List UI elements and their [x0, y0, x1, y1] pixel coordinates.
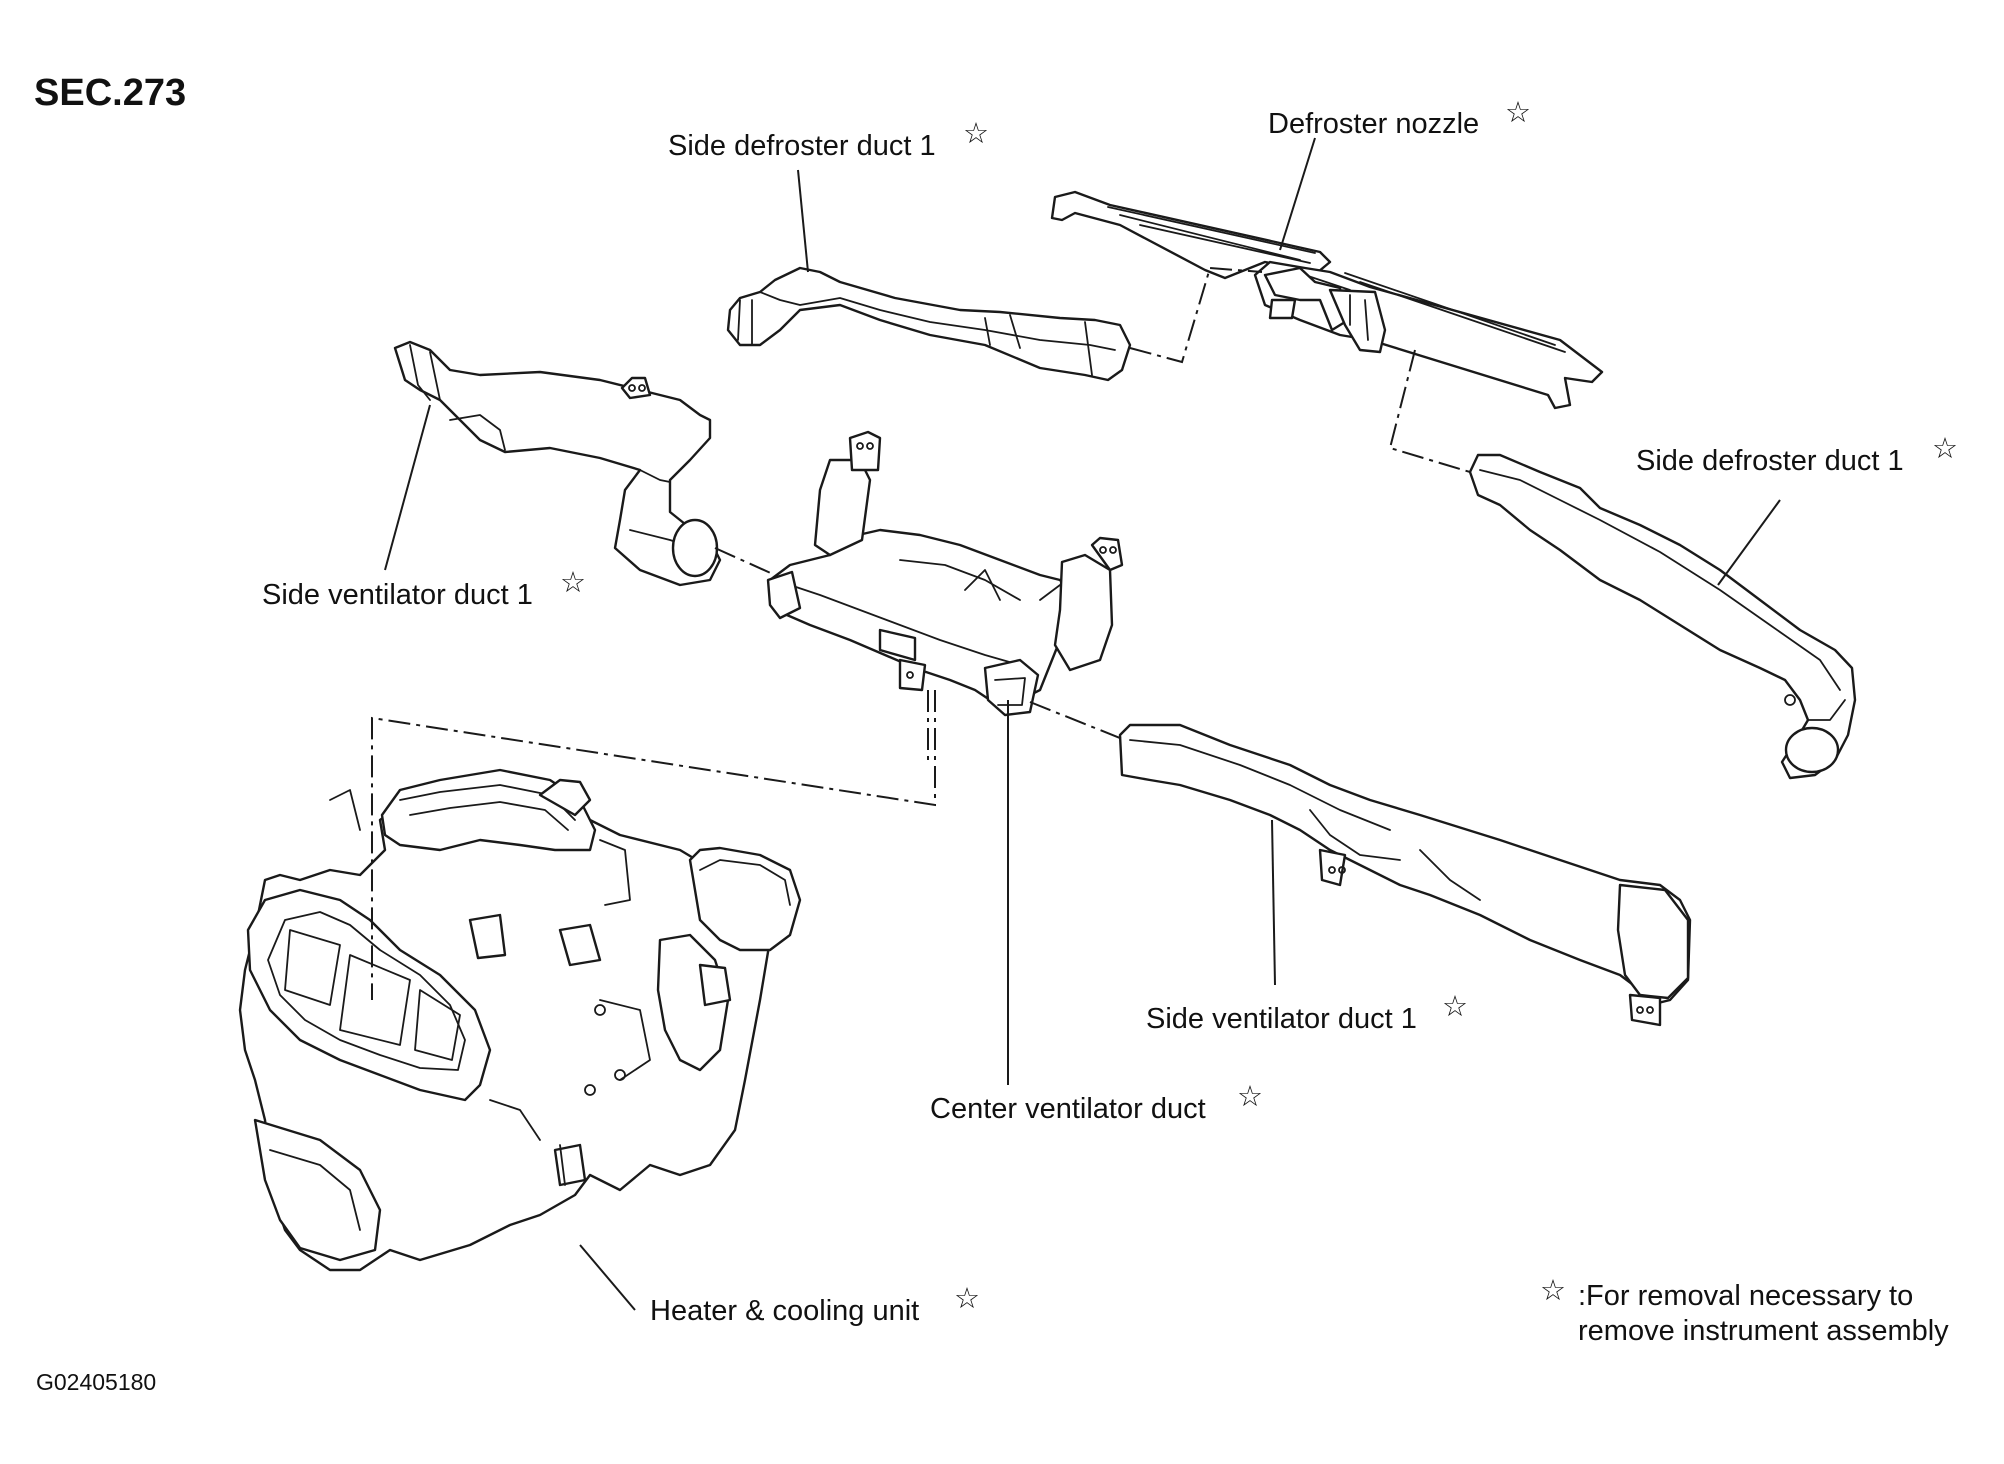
assembly-lines: [371, 266, 1471, 1000]
label-text: Center ventilator duct: [930, 1093, 1206, 1125]
label-text: Side ventilator duct 1: [262, 579, 533, 611]
star-icon: ☆: [1540, 1275, 1566, 1307]
star-icon: ☆: [560, 567, 586, 599]
label-text: Side defroster duct 1: [668, 130, 936, 162]
leader-lines: [384, 137, 1781, 1311]
label-defroster-nozzle: Defroster nozzle ☆: [1268, 97, 1531, 140]
label-heater-cooling-unit: Heater & cooling unit ☆: [650, 1283, 980, 1327]
star-icon: ☆: [954, 1283, 980, 1315]
label-text: Side ventilator duct 1: [1146, 1003, 1417, 1035]
legend: ☆ :For removal necessary to remove instr…: [1540, 1275, 1949, 1347]
label-text: Side defroster duct 1: [1636, 445, 1904, 477]
section-code: SEC.273: [34, 72, 186, 114]
side-defroster-duct-left-part: [726, 266, 1132, 382]
label-text: Defroster nozzle: [1268, 108, 1479, 140]
label-center-ventilator-duct: Center ventilator duct ☆: [930, 1081, 1263, 1125]
star-icon: ☆: [963, 118, 989, 150]
side-ventilator-duct-right-part: [1118, 723, 1692, 1027]
label-side-defroster-duct-right: Side defroster duct 1 ☆: [1636, 433, 1958, 477]
label-side-defroster-duct-left: Side defroster duct 1 ☆: [668, 118, 989, 162]
side-defroster-duct-right-part: [1468, 453, 1857, 780]
star-icon: ☆: [1442, 991, 1468, 1023]
side-ventilator-duct-left-part: [393, 340, 722, 587]
label-side-ventilator-duct-left: Side ventilator duct 1 ☆: [262, 567, 586, 611]
star-icon: ☆: [1932, 433, 1958, 465]
defroster-nozzle-part: [1050, 190, 1604, 410]
figure-code: G02405180: [36, 1369, 156, 1395]
legend-line-2: remove instrument assembly: [1578, 1315, 1949, 1347]
star-icon: ☆: [1237, 1081, 1263, 1113]
center-ventilator-duct-part: [766, 430, 1124, 717]
label-side-ventilator-duct-right: Side ventilator duct 1 ☆: [1146, 991, 1468, 1035]
legend-line-1: :For removal necessary to: [1578, 1280, 1913, 1312]
star-icon: ☆: [1505, 97, 1531, 129]
heater-cooling-unit-part: [238, 768, 802, 1272]
label-text: Heater & cooling unit: [650, 1295, 919, 1327]
